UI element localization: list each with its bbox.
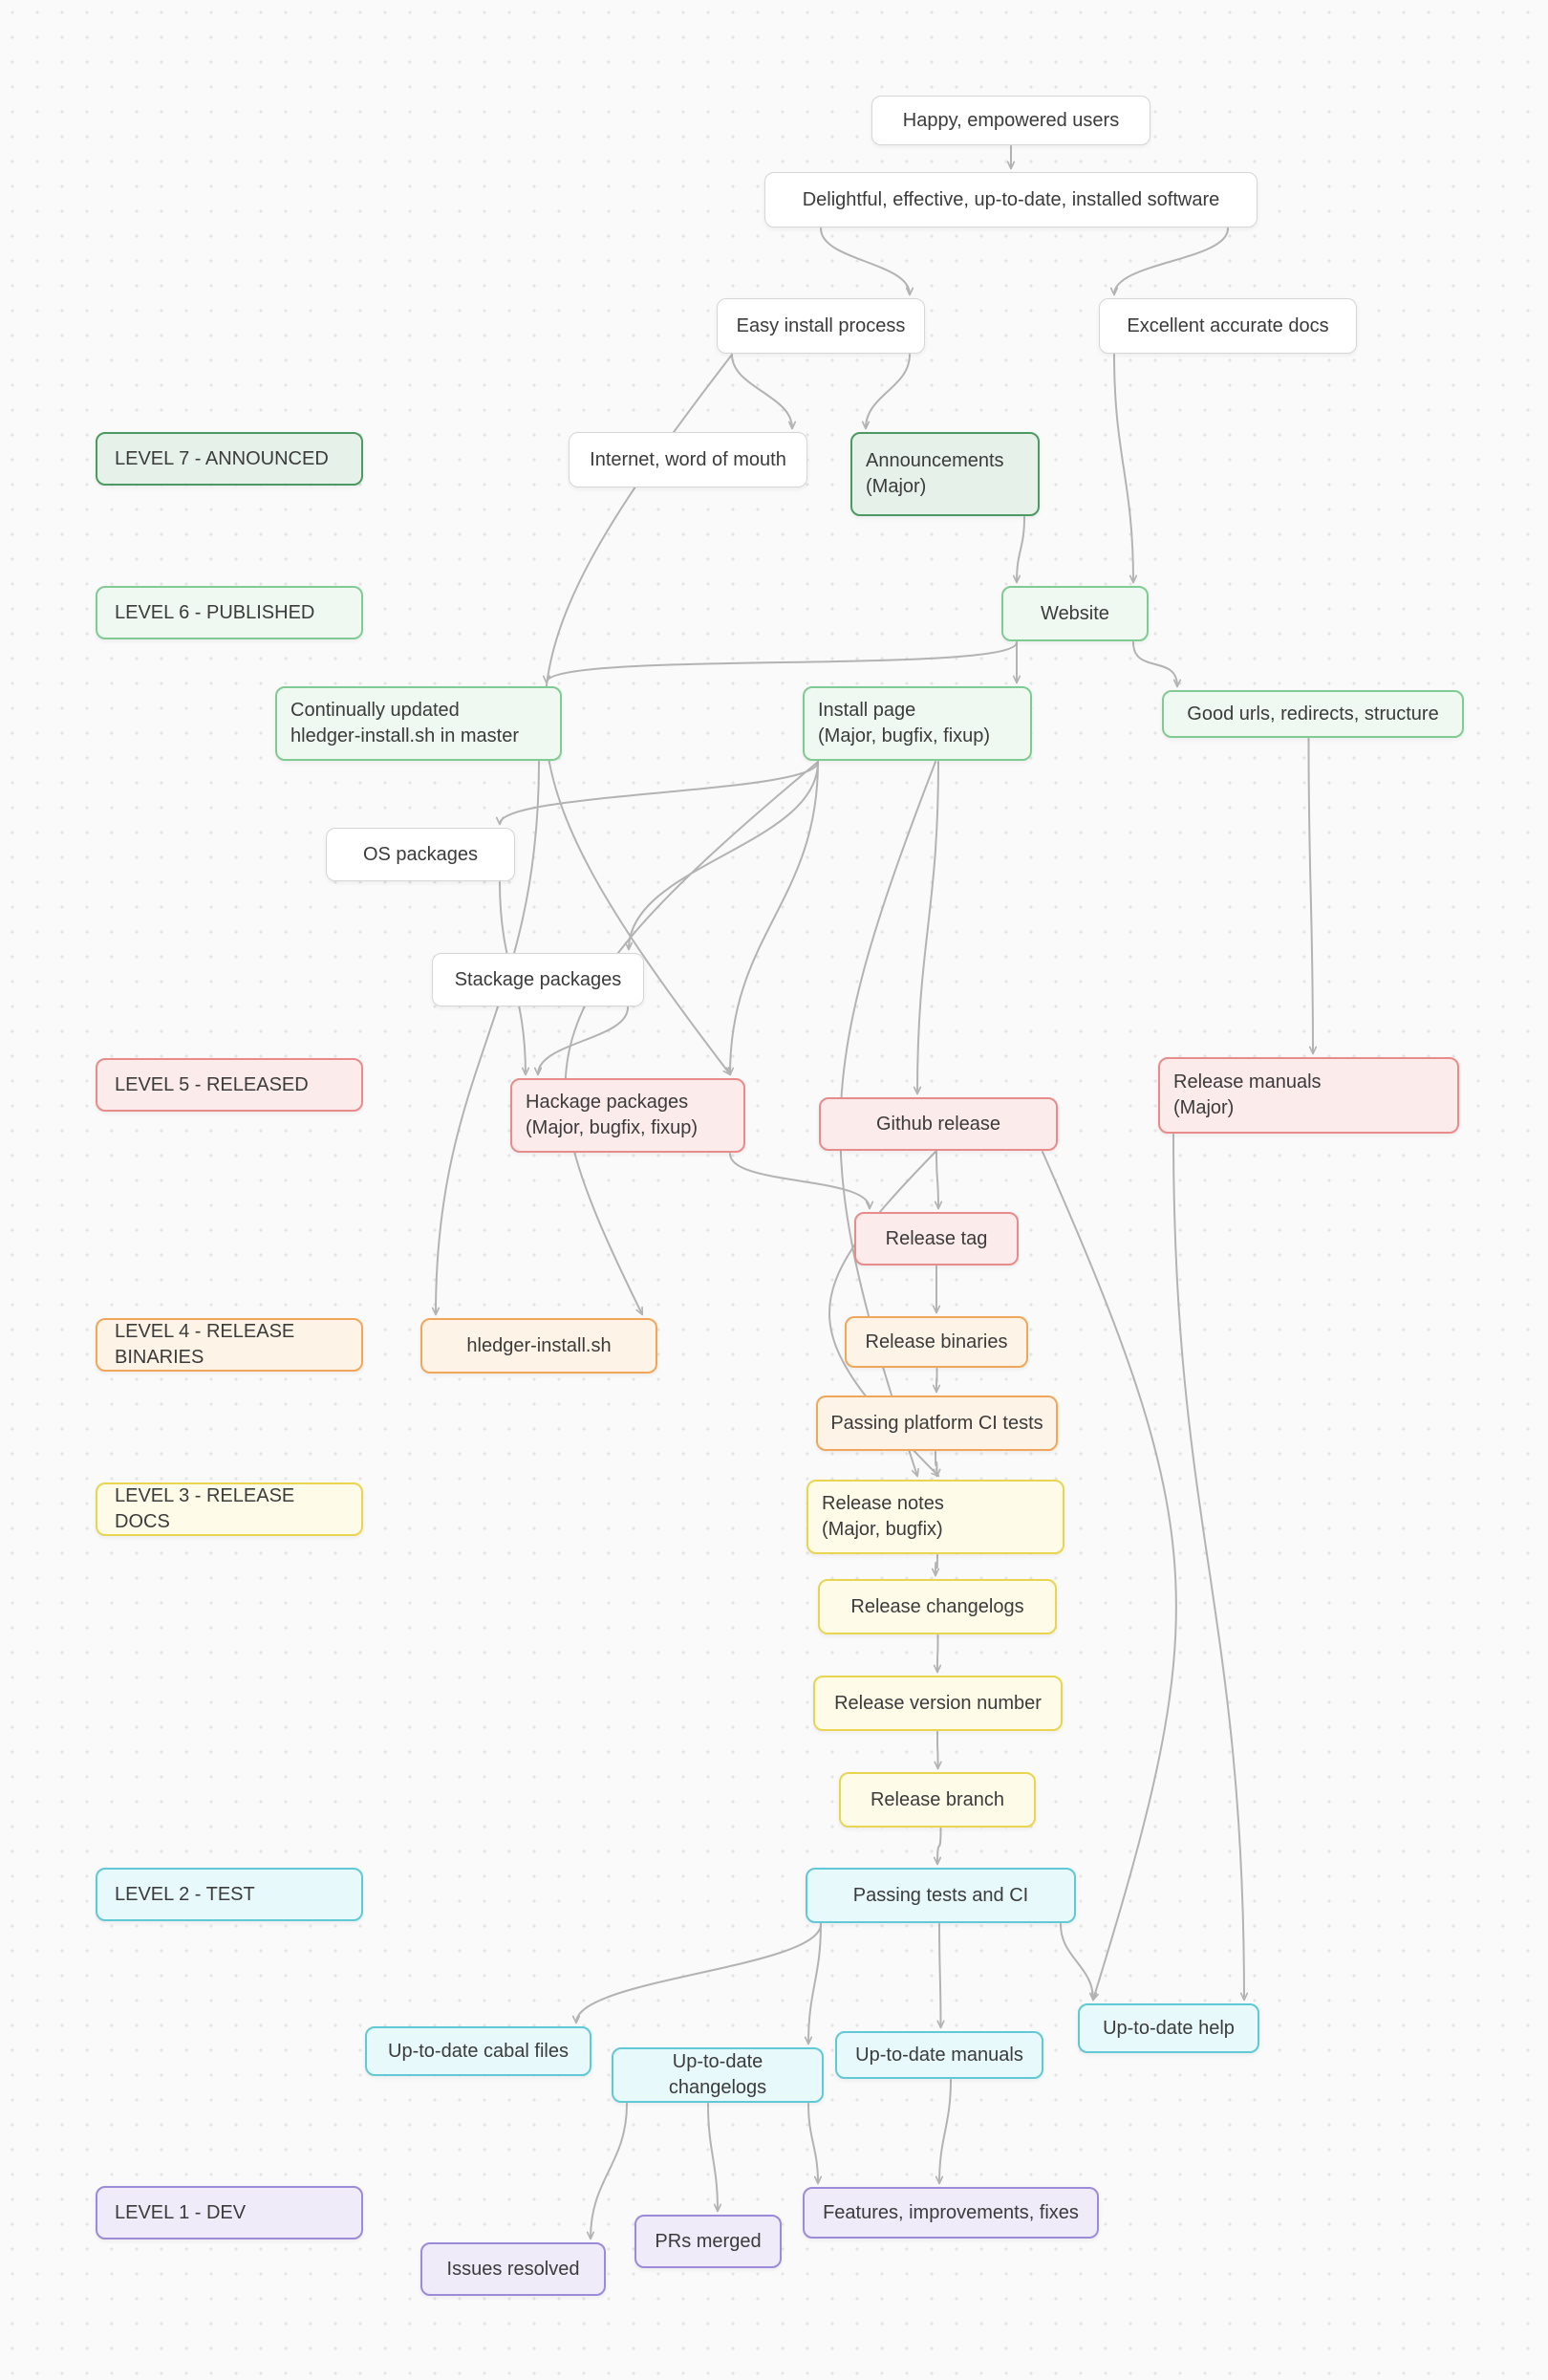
node-features-improvements-fixes: Features, improvements, fixes <box>803 2187 1099 2239</box>
node-delightful-software: Delightful, effective, up-to-date, insta… <box>764 172 1258 227</box>
node-prs-merged: PRs merged <box>634 2215 782 2268</box>
node-hackage-packages: Hackage packages (Major, bugfix, fixup) <box>510 1078 745 1153</box>
node-install-page: Install page (Major, bugfix, fixup) <box>803 686 1032 761</box>
node-website: Website <box>1001 586 1149 641</box>
level-6-label: LEVEL 6 - PUBLISHED <box>96 586 363 639</box>
node-github-release: Github release <box>819 1097 1058 1151</box>
node-release-manuals: Release manuals (Major) <box>1158 1057 1459 1134</box>
node-hledger-install-sh: hledger-install.sh <box>420 1318 657 1374</box>
node-passing-platform-ci-tests: Passing platform CI tests <box>816 1396 1058 1451</box>
node-up-to-date-changelogs: Up-to-date changelogs <box>612 2047 824 2103</box>
node-release-tag: Release tag <box>854 1212 1019 1266</box>
level-1-label: LEVEL 1 - DEV <box>96 2186 363 2239</box>
level-5-label: LEVEL 5 - RELEASED <box>96 1058 363 1112</box>
node-release-changelogs: Release changelogs <box>818 1579 1057 1634</box>
node-os-packages: OS packages <box>326 828 515 881</box>
node-announcements: Announcements (Major) <box>850 432 1040 516</box>
node-up-to-date-cabal-files: Up-to-date cabal files <box>365 2026 591 2076</box>
node-happy-users: Happy, empowered users <box>871 96 1150 145</box>
node-excellent-accurate-docs: Excellent accurate docs <box>1099 298 1357 354</box>
node-good-urls: Good urls, redirects, structure <box>1162 690 1464 738</box>
node-up-to-date-help: Up-to-date help <box>1078 2003 1259 2053</box>
level-7-label: LEVEL 7 - ANNOUNCED <box>96 432 363 486</box>
level-3-label: LEVEL 3 - RELEASE DOCS <box>96 1482 363 1536</box>
level-2-label: LEVEL 2 - TEST <box>96 1868 363 1921</box>
node-easy-install-process: Easy install process <box>717 298 925 354</box>
node-stackage-packages: Stackage packages <box>432 953 644 1006</box>
node-continually-updated-hledger-install: Continually updated hledger-install.sh i… <box>275 686 562 761</box>
node-up-to-date-manuals: Up-to-date manuals <box>835 2031 1043 2079</box>
node-release-version-number: Release version number <box>813 1676 1063 1731</box>
node-issues-resolved: Issues resolved <box>420 2242 606 2296</box>
level-4-label: LEVEL 4 - RELEASE BINARIES <box>96 1318 363 1372</box>
node-release-notes: Release notes (Major, bugfix) <box>806 1480 1064 1554</box>
node-passing-tests-and-ci: Passing tests and CI <box>806 1868 1076 1923</box>
node-release-binaries: Release binaries <box>845 1316 1028 1368</box>
node-internet-word-of-mouth: Internet, word of mouth <box>569 432 807 487</box>
node-release-branch: Release branch <box>839 1772 1036 1828</box>
